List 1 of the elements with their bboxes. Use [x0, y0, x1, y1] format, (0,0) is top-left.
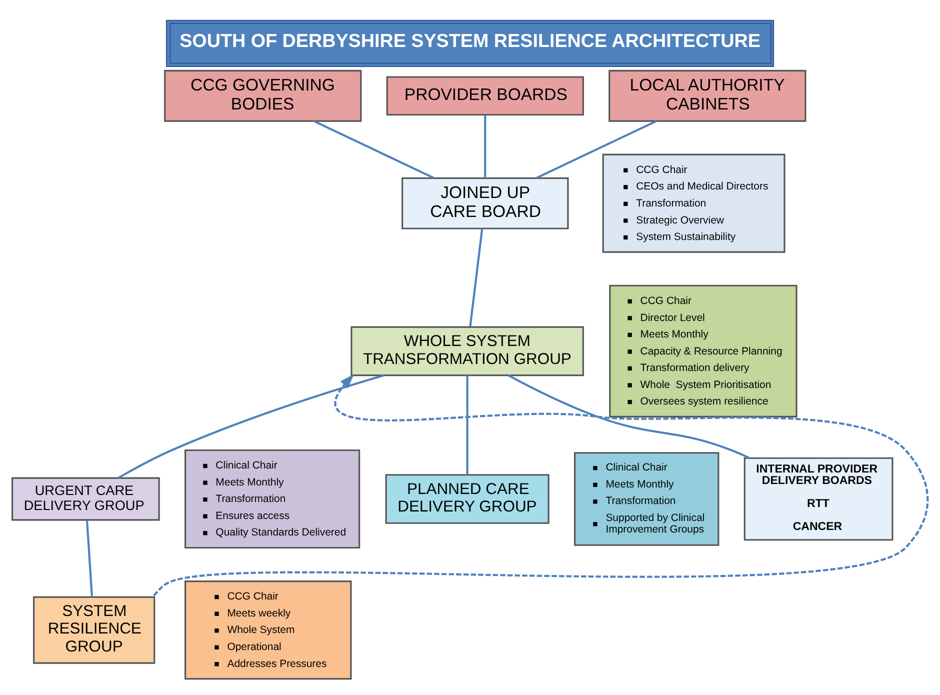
diagram-title: SOUTH OF DERBYSHIRE SYSTEM RESILIENCE ARCHITECTURE — [180, 30, 760, 52]
